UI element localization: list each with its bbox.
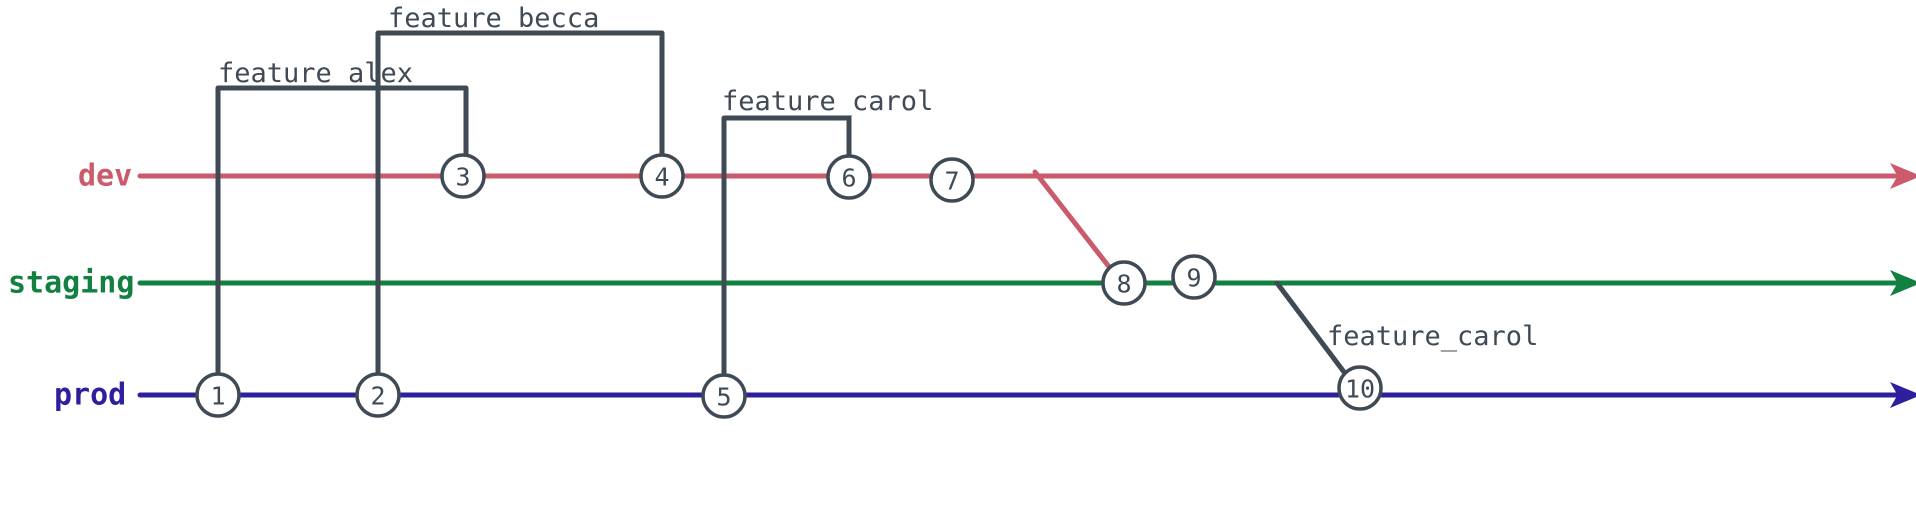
commit-circle-6[interactable] (826, 154, 872, 200)
commit-node-7[interactable]: 7 (929, 157, 975, 203)
branch-labels-layer: dev staging prod (8, 159, 134, 413)
commit-node-6[interactable]: 6 (826, 154, 872, 200)
feature-branch-label-feature-alex: feature_alex (218, 58, 413, 89)
feature-branch-label-feature-carol-dev: feature_carol (722, 86, 933, 117)
commit-circle-5[interactable] (701, 373, 747, 419)
commit-label-1: 1 (210, 382, 225, 411)
feature-branch-path-feature-carol-prod (1274, 280, 1347, 375)
commit-node-3[interactable]: 3 (440, 153, 486, 199)
commit-circle-3[interactable] (440, 153, 486, 199)
commit-label-3: 3 (455, 163, 470, 192)
commit-node-1[interactable]: 1 (195, 372, 241, 418)
commit-node-10[interactable]: 10 (1337, 365, 1383, 411)
commit-node-9[interactable]: 9 (1171, 254, 1217, 300)
commit-node-4[interactable]: 4 (639, 153, 685, 199)
commit-node-5[interactable]: 5 (701, 373, 747, 419)
commit-label-8: 8 (1116, 270, 1131, 299)
branch-label-prod: prod (54, 378, 126, 413)
feature-branch-path-feature-becca (375, 30, 665, 398)
feature-labels-layer: feature_alexfeature_beccafeature_carolfe… (218, 3, 1538, 352)
commit-nodes-layer: 1 2 3 4 5 6 7 8 9 10 (195, 153, 1383, 419)
commit-label-10: 10 (1345, 375, 1375, 404)
commit-label-2: 2 (370, 382, 385, 411)
commit-circle-10[interactable] (1337, 365, 1383, 411)
branch-lines-layer (137, 163, 1916, 408)
feature-branch-path-feature-carol-dev (721, 115, 852, 399)
commit-label-6: 6 (841, 164, 856, 193)
commit-circle-7[interactable] (929, 157, 975, 203)
commit-node-2[interactable]: 2 (355, 372, 401, 418)
merge-lines-layer (1032, 169, 1113, 271)
branch-label-staging: staging (8, 266, 134, 301)
commit-label-7: 7 (944, 167, 959, 196)
commit-circle-9[interactable] (1171, 254, 1217, 300)
commit-circle-1[interactable] (195, 372, 241, 418)
feature-branches-layer (215, 30, 1347, 399)
commit-circle-8[interactable] (1101, 260, 1147, 306)
feature-branch-path-feature-alex (215, 85, 469, 398)
commit-node-8[interactable]: 8 (1101, 260, 1147, 306)
commit-circle-2[interactable] (355, 372, 401, 418)
branch-label-dev: dev (78, 159, 132, 194)
feature-branch-label-feature-carol-prod: feature_carol (1327, 321, 1538, 352)
commit-label-5: 5 (716, 383, 731, 412)
commit-label-9: 9 (1186, 264, 1201, 293)
feature-branch-label-feature-becca: feature_becca (388, 3, 599, 34)
commit-label-4: 4 (654, 163, 669, 192)
commit-circle-4[interactable] (639, 153, 685, 199)
merge-line-dev-to-staging-merge (1032, 169, 1113, 271)
